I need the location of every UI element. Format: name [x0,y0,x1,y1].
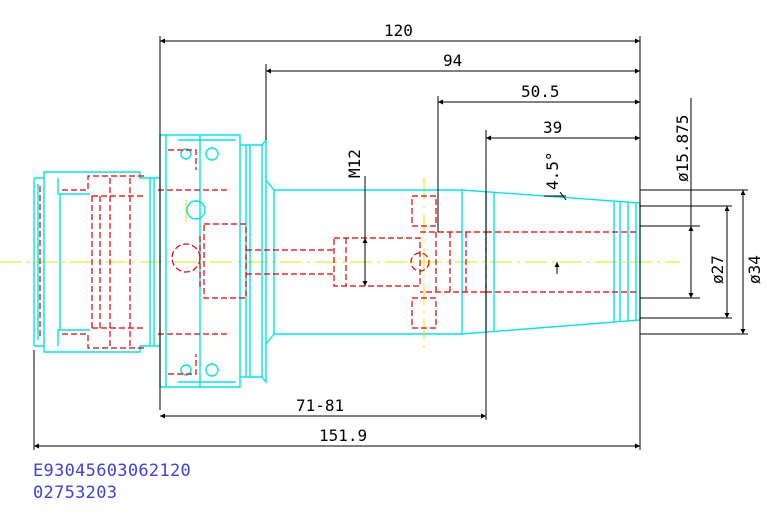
part-number-line-2: 02753203 [33,483,118,503]
dim-71-81: 71-81 [296,396,344,415]
dim-m12: M12 [345,149,364,178]
dim-angle-4-5: 4.5° [543,151,562,190]
dim-50-5: 50.5 [521,82,560,101]
dim-151-9: 151.9 [319,426,367,445]
dim-39: 39 [543,118,562,137]
dimension-lines [33,36,748,450]
dim-94: 94 [443,51,462,70]
part-number-line-1: E93045603062120 [33,461,192,481]
dim-dia-15-875: ø15.875 [673,115,692,182]
hidden-features [39,149,636,375]
dimension-labels: 120 94 50.5 39 71-81 151.9 M12 4.5° ø15.… [296,21,764,445]
dim-dia-34: ø34 [745,255,764,284]
centerline [0,178,680,348]
dim-120: 120 [384,21,413,40]
dim-dia-27: ø27 [708,255,727,284]
